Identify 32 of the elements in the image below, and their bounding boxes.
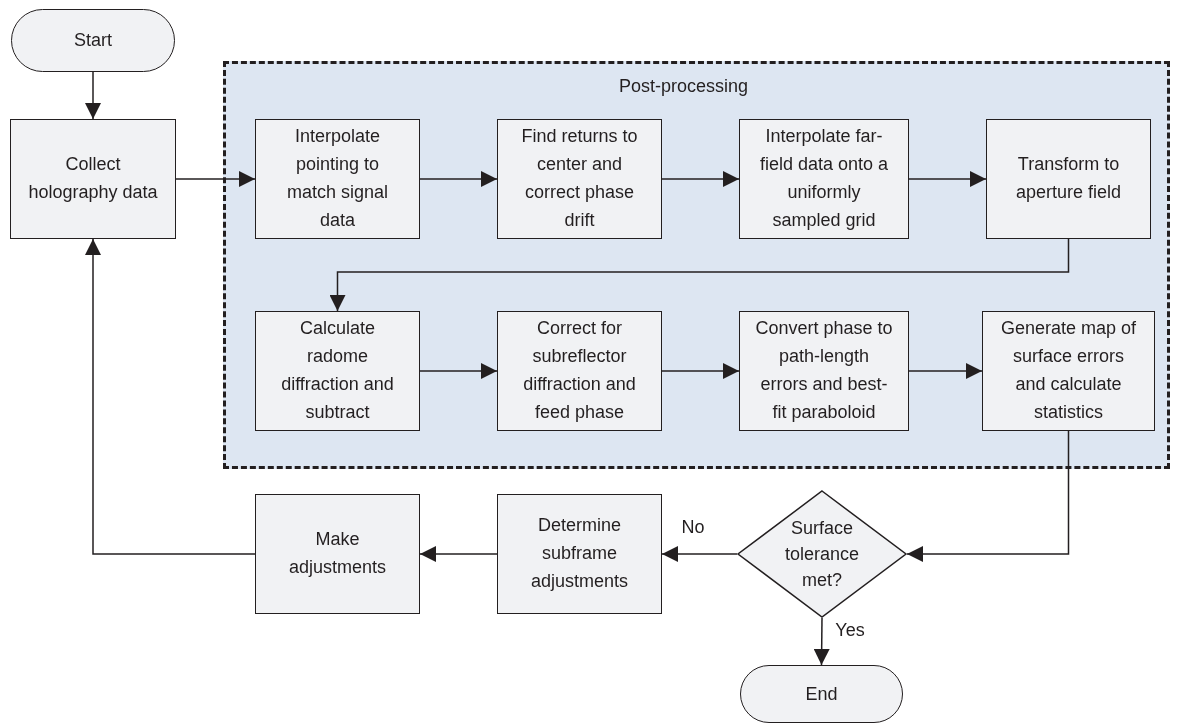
- process-box: Collect holography data: [10, 119, 176, 239]
- process-box: Make adjustments: [255, 494, 420, 614]
- process-box: Generate map of surface errors and calculate statistics: [982, 311, 1155, 431]
- arrow: [661, 363, 740, 379]
- arrow: [908, 363, 983, 379]
- arrow: [175, 171, 256, 187]
- arrow: [419, 171, 498, 187]
- arrow: [85, 238, 256, 555]
- process-box: Interpolate pointing to match signal data: [255, 119, 420, 239]
- arrow: [419, 546, 498, 562]
- decision-text: Surface tolerance met?: [783, 516, 861, 593]
- arrow: [908, 171, 987, 187]
- process-box: Find returns to center and correct phase drift: [497, 119, 662, 239]
- process-box: Interpolate far-field data onto a uniformly sampled grid: [739, 119, 909, 239]
- arrow: [85, 71, 101, 120]
- process-box: Correct for subreflector diffraction and feed phase: [497, 311, 662, 431]
- group-title: Post-processing: [619, 76, 749, 97]
- edge-label: No: [681, 516, 705, 538]
- process-box: Determine subframe adjustments: [497, 494, 662, 614]
- arrow: [813, 617, 830, 666]
- arrow: [661, 171, 740, 187]
- process-box: Convert phase to path-length errors and best-fit paraboloid: [739, 311, 909, 431]
- edge-label: Yes: [835, 619, 865, 641]
- arrow: [329, 238, 1070, 312]
- arrow: [419, 363, 498, 379]
- process-box: Calculate radome diffraction and subtract: [255, 311, 420, 431]
- terminal-shape: End: [740, 665, 903, 723]
- dashed-group-region: [223, 61, 1170, 469]
- arrow: [661, 546, 738, 562]
- arrow: [906, 430, 1070, 562]
- terminal-shape: Start: [11, 9, 175, 72]
- process-box: Transform to aperture field: [986, 119, 1151, 239]
